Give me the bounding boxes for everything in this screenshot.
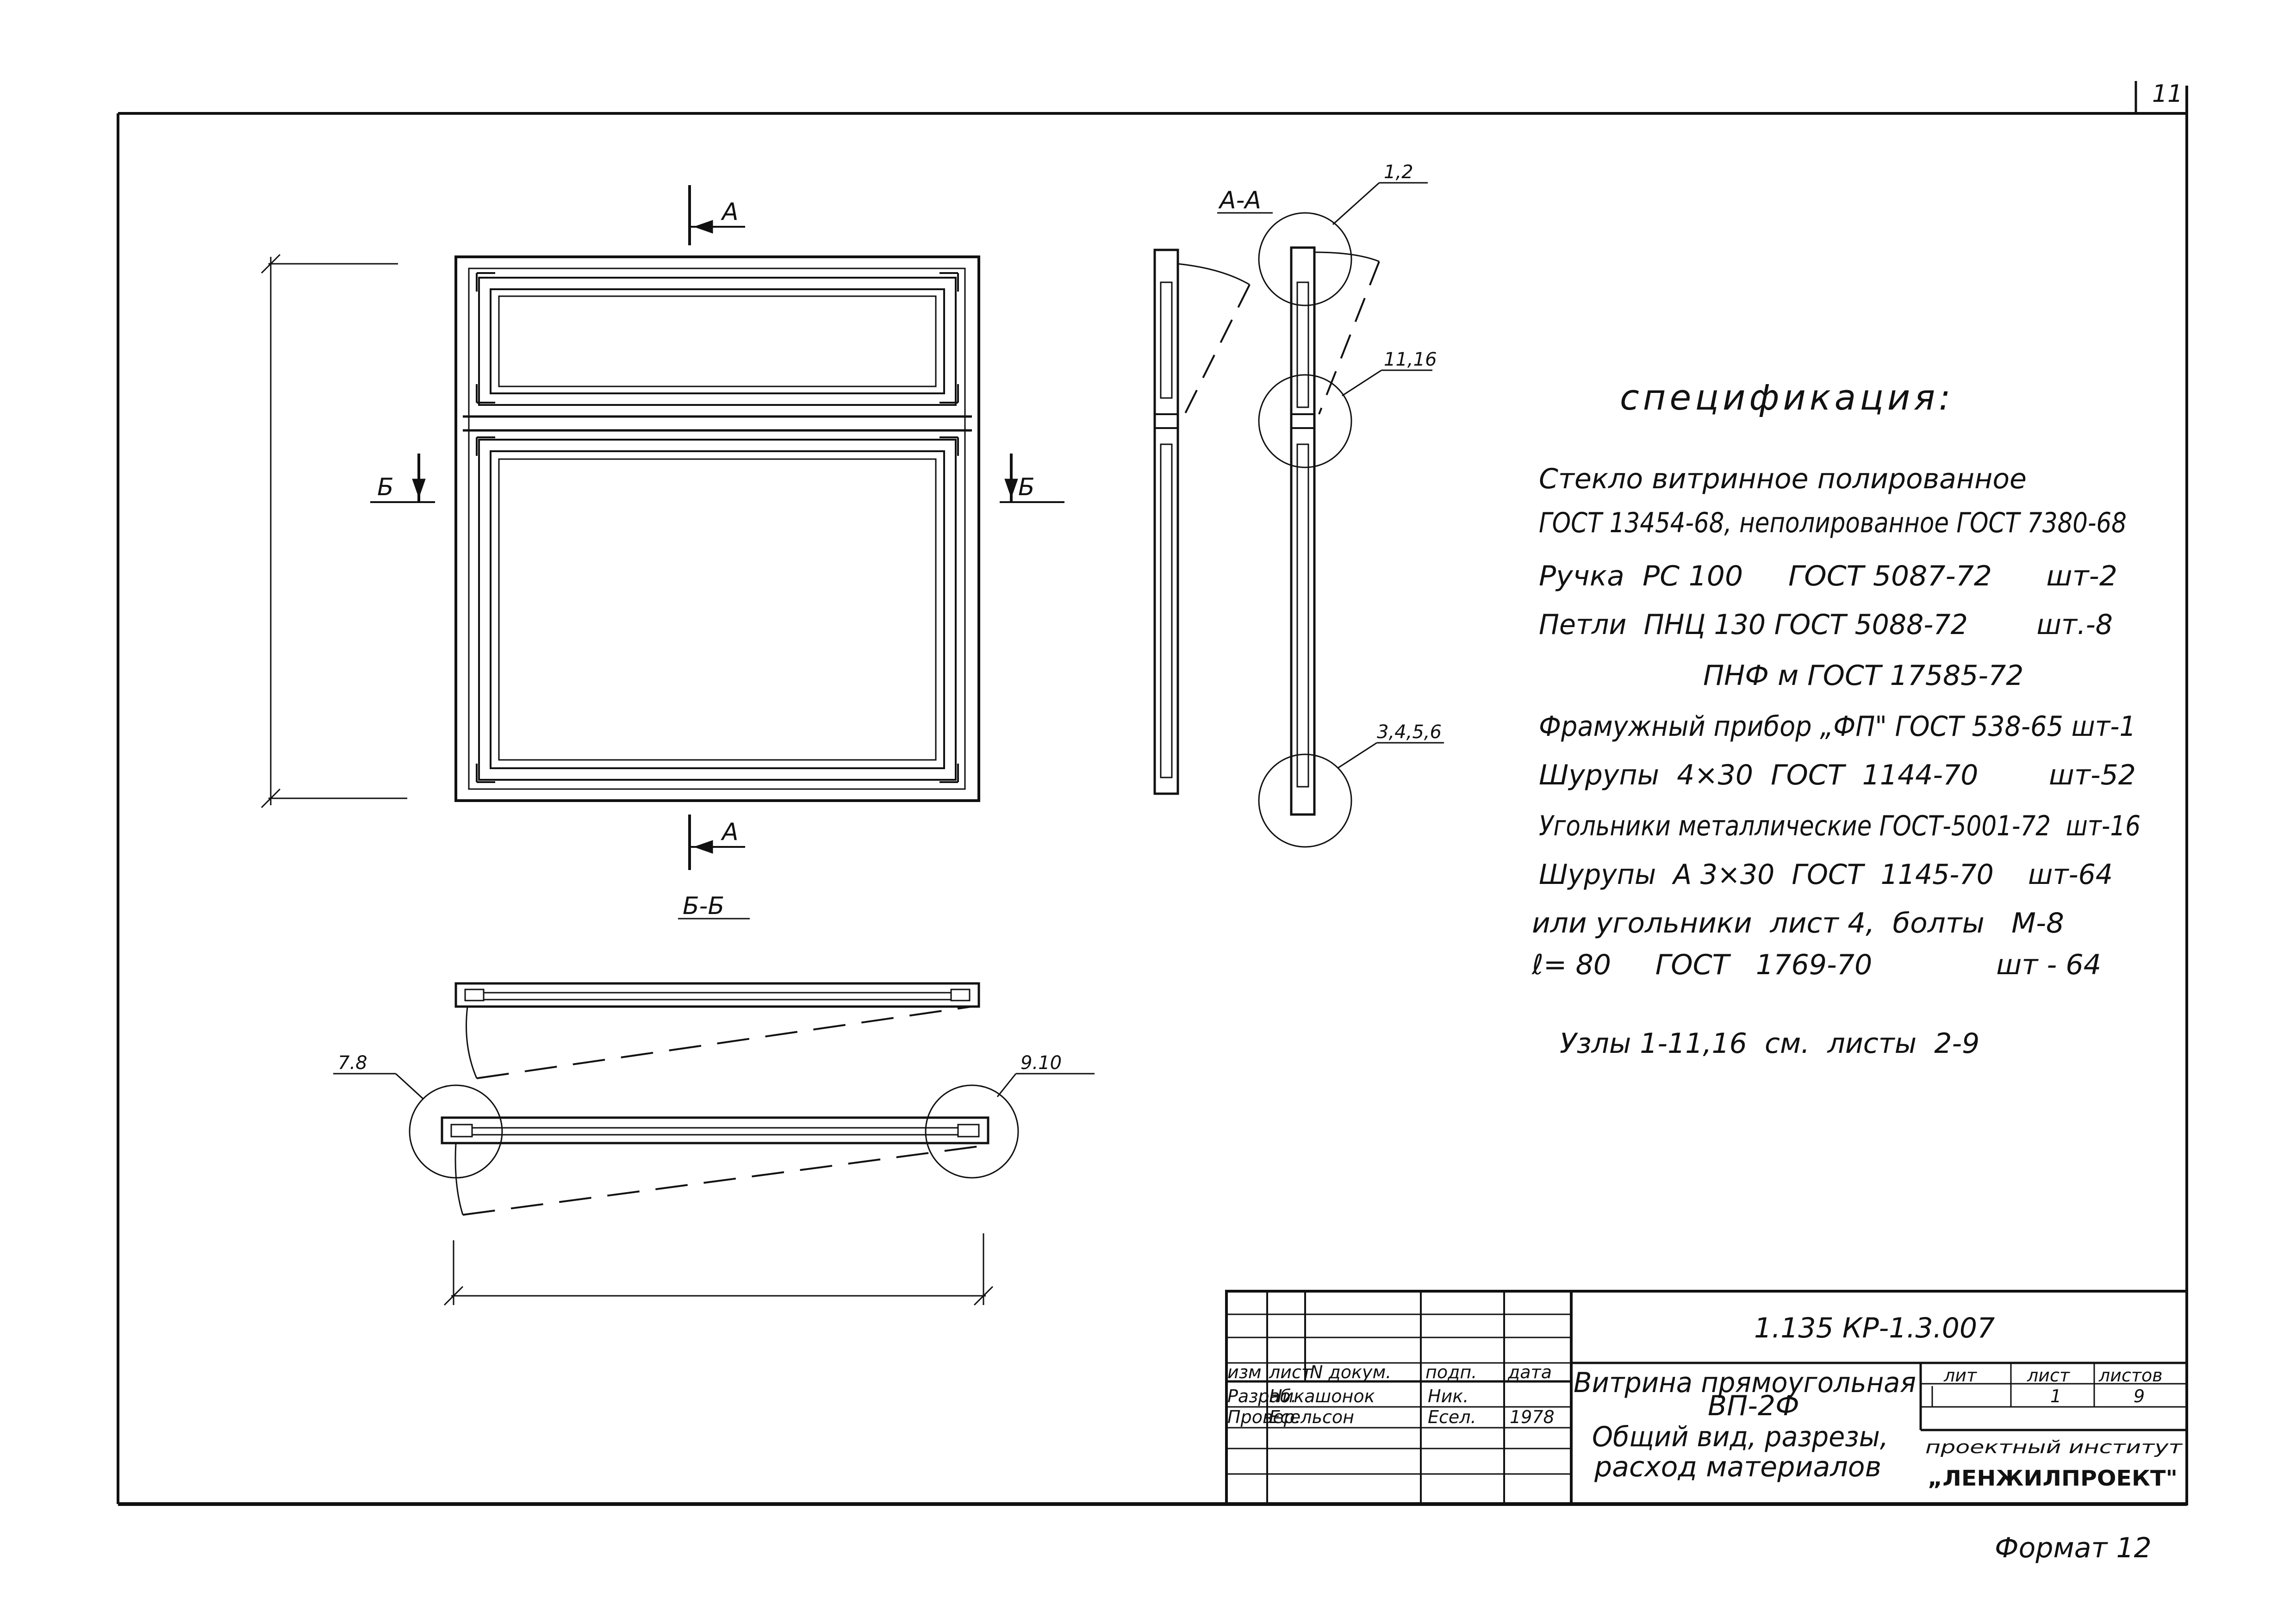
spec-line-6: Фрамужный прибор „ФП" ГОСТ 538-65 шт-1 <box>1539 710 2136 743</box>
product-title-line-1: Витрина прямоугольная <box>1574 1367 1916 1399</box>
row-checker-signature: Есел. <box>1428 1407 1476 1427</box>
corner-bracket-icon <box>476 272 959 783</box>
cut-a-top-label: А <box>721 198 739 226</box>
row-checker-name: Есельсон <box>1269 1407 1354 1427</box>
row-checker-role: Провер. <box>1227 1407 1300 1427</box>
header-signature: подп. <box>1425 1362 1477 1382</box>
spec-line-10: или угольники лист 4, болты М-8 <box>1532 907 2064 939</box>
section-bb-title: Б-Б <box>683 892 724 920</box>
stage-header: лит <box>1943 1365 1978 1386</box>
cut-a-bottom-label: А <box>721 818 739 846</box>
spec-line-4: Петли ПНЦ 130 ГОСТ 5088-72 шт.-8 <box>1539 609 2113 641</box>
row-developer-role: Разраб. <box>1227 1386 1296 1406</box>
sheet-number: 11 <box>2152 80 2183 108</box>
specification-heading: спецификация: <box>1620 377 1954 418</box>
section-aa-view <box>1153 182 1444 848</box>
callout-11-16: 11,16 <box>1384 349 1437 370</box>
cut-b-right-label: Б <box>1018 473 1035 501</box>
specification-block: спецификация: Стекло витринное полирован… <box>1531 377 2140 1060</box>
front-view <box>261 185 1064 870</box>
spec-line-8: Угольники металлические ГОСТ-5001-72 шт-… <box>1539 810 2140 842</box>
product-title-line-2: ВП-2Ф <box>1708 1390 1799 1422</box>
section-aa-title: А-А <box>1218 187 1261 214</box>
header-date: дата <box>1507 1362 1552 1382</box>
spec-line-2: ГОСТ 13454-68, неполированное ГОСТ 7380-… <box>1539 507 2127 539</box>
spec-line-3: Ручка РС 100 ГОСТ 5087-72 шт-2 <box>1539 560 2117 592</box>
sheets-header: листов <box>2098 1365 2163 1386</box>
document-code: 1.135 КР-1.3.007 <box>1754 1312 1995 1344</box>
callout-1-2: 1,2 <box>1384 162 1413 183</box>
title-block <box>1225 1290 2188 1505</box>
institute-name: „ЛЕНЖИЛПРОЕКТ" <box>1928 1466 2178 1491</box>
product-title-line-3: Общий вид, разрезы, <box>1592 1421 1888 1453</box>
row-checker-date: 1978 <box>1510 1407 1555 1427</box>
spec-line-5: ПНФ м ГОСТ 17585-72 <box>1703 659 2023 692</box>
header-doc-number: N докум. <box>1310 1362 1391 1382</box>
spec-line-11: ℓ= 80 ГОСТ 1769-70 шт - 64 <box>1531 949 2101 981</box>
institute-line-1: проектный институт <box>1925 1437 2183 1457</box>
sheets-value: 9 <box>2134 1386 2145 1406</box>
callout-7-8: 7.8 <box>338 1052 367 1074</box>
format-label: Формат 12 <box>1995 1532 2152 1564</box>
header-change: изм <box>1227 1362 1262 1382</box>
row-developer-signature: Ник. <box>1428 1386 1468 1406</box>
callout-3-4-5-6: 3,4,5,6 <box>1377 721 1442 743</box>
spec-note: Узлы 1-11,16 см. листы 2-9 <box>1560 1027 1979 1060</box>
spec-line-1: Стекло витринное полированное <box>1539 463 2027 495</box>
spec-line-9: Шурупы А 3×30 ГОСТ 1145-70 шт-64 <box>1539 858 2113 891</box>
callout-9-10: 9.10 <box>1020 1052 1062 1074</box>
cut-b-left-label: Б <box>377 473 394 501</box>
header-sheet: лист <box>1269 1362 1313 1382</box>
product-title-line-4: расход материалов <box>1594 1451 1881 1483</box>
spec-line-7: Шурупы 4×30 ГОСТ 1144-70 шт-52 <box>1539 759 2136 791</box>
row-developer-name: Никашонок <box>1269 1386 1375 1406</box>
sheet-value: 1 <box>2050 1386 2061 1406</box>
sheet-header: лист <box>2027 1365 2071 1386</box>
section-bb-view <box>333 918 1095 1306</box>
